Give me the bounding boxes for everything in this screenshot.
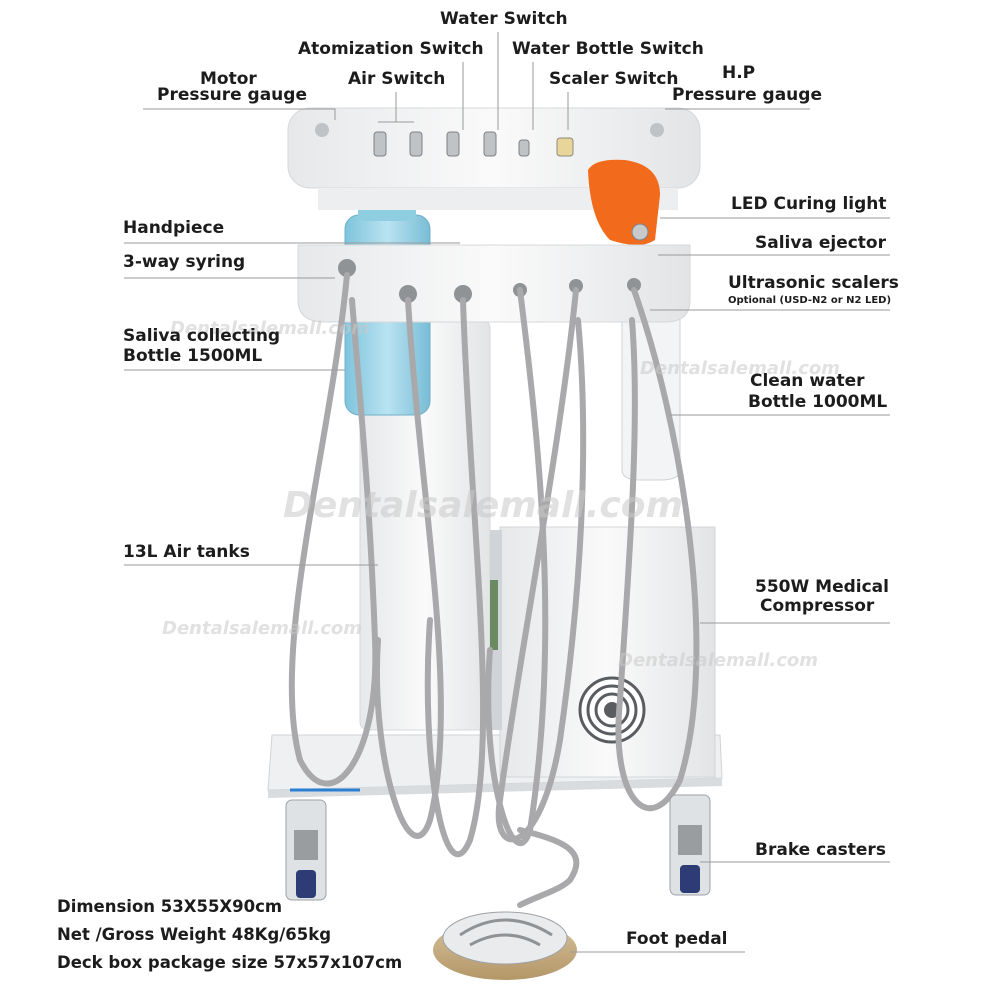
label-motor-pressure-line1: Motor: [200, 69, 257, 89]
label-compressor-line1: 550W Medical: [755, 577, 889, 597]
label-air-switch: Air Switch: [348, 69, 446, 89]
watermark: Dentalsalemall.com: [283, 485, 683, 526]
label-brake-casters: Brake casters: [755, 840, 886, 860]
foot-pedal: [433, 911, 577, 980]
label-motor-pressure-line2: Pressure gauge: [157, 85, 307, 105]
label-handpiece: Handpiece: [123, 218, 225, 238]
label-ultrasonic-optional: Optional (USD-N2 or N2 LED): [728, 295, 892, 306]
label-saliva-ejector: Saliva ejector: [755, 233, 886, 253]
label-hp-pressure-line1: H.P: [722, 63, 756, 83]
watermark: Dentalsalemall.com: [640, 358, 840, 379]
label-foot-pedal: Foot pedal: [626, 929, 728, 949]
label-saliva-bottle-line1: Saliva collecting: [123, 326, 281, 346]
spec-weight: Net /Gross Weight 48Kg/65kg: [57, 925, 332, 944]
air-tank-column: [359, 319, 502, 731]
spec-dimension: Dimension 53X55X90cm: [57, 897, 283, 916]
instrument-holder: [297, 244, 691, 323]
label-scaler-switch: Scaler Switch: [549, 69, 679, 89]
label-clean-water-line1: Clean water: [750, 371, 865, 391]
label-ultrasonic-scalers: Ultrasonic scalers: [728, 273, 899, 293]
label-saliva-bottle-line2: Bottle 1500ML: [123, 346, 263, 366]
label-atomization-switch: Atomization Switch: [298, 39, 484, 59]
label-clean-water-line2: Bottle 1000ML: [748, 392, 888, 412]
label-compressor-line2: Compressor: [760, 596, 875, 616]
caster-left: [285, 799, 327, 901]
label-hp-pressure-line2: Pressure gauge: [672, 85, 822, 105]
spec-package: Deck box package size 57x57x107cm: [57, 953, 403, 972]
label-water-switch: Water Switch: [440, 9, 568, 29]
label-water-bottle-switch: Water Bottle Switch: [512, 39, 704, 59]
label-led-curing-light: LED Curing light: [731, 194, 887, 214]
watermark: Dentalsalemall.com: [170, 318, 370, 339]
led-curing-light: [588, 159, 660, 245]
watermark: Dentalsalemall.com: [618, 650, 818, 671]
label-air-tanks: 13L Air tanks: [123, 542, 250, 562]
caster-right: [669, 794, 711, 896]
label-3-way-syringe: 3-way syring: [123, 252, 246, 272]
hoses: [288, 272, 700, 908]
leader-lines: [124, 32, 890, 953]
watermark: Dentalsalemall.com: [162, 618, 362, 639]
